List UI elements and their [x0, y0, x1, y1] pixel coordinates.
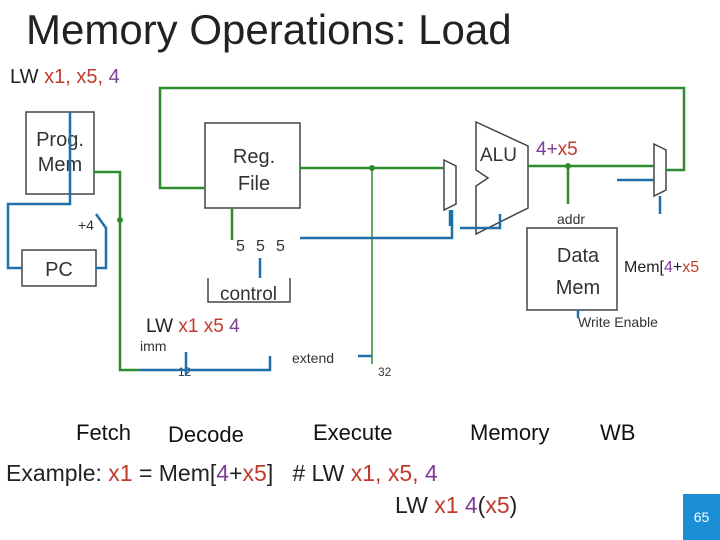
stage-execute: Execute — [313, 420, 393, 445]
instr-imm: 4 — [108, 66, 120, 88]
prog-mem-box — [25, 111, 95, 195]
example-mid: = Mem[ — [132, 460, 217, 486]
example-alt-rs: x5 — [485, 492, 510, 518]
stage-wb: WB — [600, 420, 636, 445]
example-text: Example: x1 = Mem[4+x5] # LW x1, x5, 4 — [6, 460, 438, 487]
alu-shape — [475, 120, 529, 236]
mem-out-label: Mem[4+x5 — [624, 259, 699, 276]
mem-out-b: x5 — [682, 259, 699, 276]
instruction-text: LW x1, x5, 4 — [10, 66, 120, 89]
instr-rd: x1, — [44, 66, 71, 88]
example-alt-imm: 4 — [464, 492, 478, 518]
instr-op: LW — [10, 66, 39, 88]
data-mem-box — [526, 227, 618, 311]
example-alt-op: LW — [395, 492, 435, 518]
pc-adder-wire — [94, 213, 108, 270]
decoded-rd: x1 — [178, 316, 198, 337]
mem-out-pre: Mem[ — [624, 259, 665, 276]
alu-result-a: 4+ — [536, 139, 558, 160]
instr-rs: x5, — [76, 66, 104, 88]
example-rd: x1 — [108, 460, 133, 486]
decoded-imm: 4 — [229, 316, 240, 337]
alu-result: 4+x5 — [536, 139, 578, 160]
stage-decode: Decode — [168, 422, 244, 447]
example-comment-imm: 4 — [424, 460, 438, 486]
prog-mem-label-2: Mem — [38, 154, 82, 176]
reg-file-box — [204, 122, 301, 209]
write-enable-label: Write Enable — [578, 314, 658, 330]
addr-label: addr — [557, 211, 585, 227]
control-label: control — [220, 284, 277, 305]
decoded-instruction: LW x1 x5 4 — [146, 316, 240, 337]
page-number: 65 — [683, 494, 720, 540]
example-alt-rd: x1 — [434, 492, 459, 518]
example-b: x5 — [242, 460, 267, 486]
extend-width: 32 — [378, 365, 392, 379]
example-alt-text: LW x1 4(x5) — [395, 492, 517, 519]
control-bracket — [207, 278, 291, 303]
wb-mux — [653, 142, 667, 198]
example-comment-pre: # LW — [292, 460, 351, 486]
instruction-wire — [94, 170, 140, 372]
pc-loop-wire — [6, 112, 72, 270]
mem-out-plus: + — [673, 259, 682, 276]
data-mem-label-1: Data — [557, 245, 600, 267]
control-wire-3 — [460, 214, 502, 230]
page-title: Memory Operations: Load — [26, 6, 512, 53]
control-wire-2 — [300, 210, 454, 240]
example-end: ] — [266, 460, 274, 486]
data-mem-label-2: Mem — [556, 277, 600, 299]
junction-dot — [565, 163, 571, 169]
example-comment-rd: x1, — [350, 460, 382, 486]
example-comment-rs: x5, — [387, 460, 419, 486]
stage-fetch: Fetch — [76, 420, 132, 445]
example-prefix: Example: — [6, 460, 102, 486]
stage-memory: Memory — [470, 420, 550, 445]
imm-wire — [140, 356, 272, 372]
alu-input-mux — [443, 158, 457, 212]
decoded-op: LW — [146, 316, 173, 337]
example-alt-open: ( — [477, 492, 486, 518]
example-plus: + — [229, 460, 243, 486]
junction-dot — [369, 165, 375, 171]
reg-width-3: 5 — [276, 238, 285, 255]
reg-file-label-1: Reg. — [233, 146, 275, 168]
alu-label: ALU — [480, 145, 517, 166]
pc-label: PC — [45, 259, 73, 281]
example-a: 4 — [216, 460, 230, 486]
imm-label: imm — [140, 338, 166, 354]
reg-width-2: 5 — [256, 238, 265, 255]
mem-out-a: 4 — [664, 259, 673, 276]
junction-dot — [117, 217, 123, 223]
reg-file-label-2: File — [238, 173, 270, 195]
reg-width-1: 5 — [236, 238, 245, 255]
example-alt-close: ) — [509, 492, 518, 518]
extend-label: extend — [292, 350, 334, 366]
writeback-wire — [158, 86, 686, 190]
decoded-rs: x5 — [204, 316, 224, 337]
alu-result-b: x5 — [558, 139, 578, 160]
wire-dots — [117, 163, 571, 223]
plus4-label: +4 — [78, 217, 94, 233]
prog-mem-label-1: Prog. — [36, 129, 84, 151]
